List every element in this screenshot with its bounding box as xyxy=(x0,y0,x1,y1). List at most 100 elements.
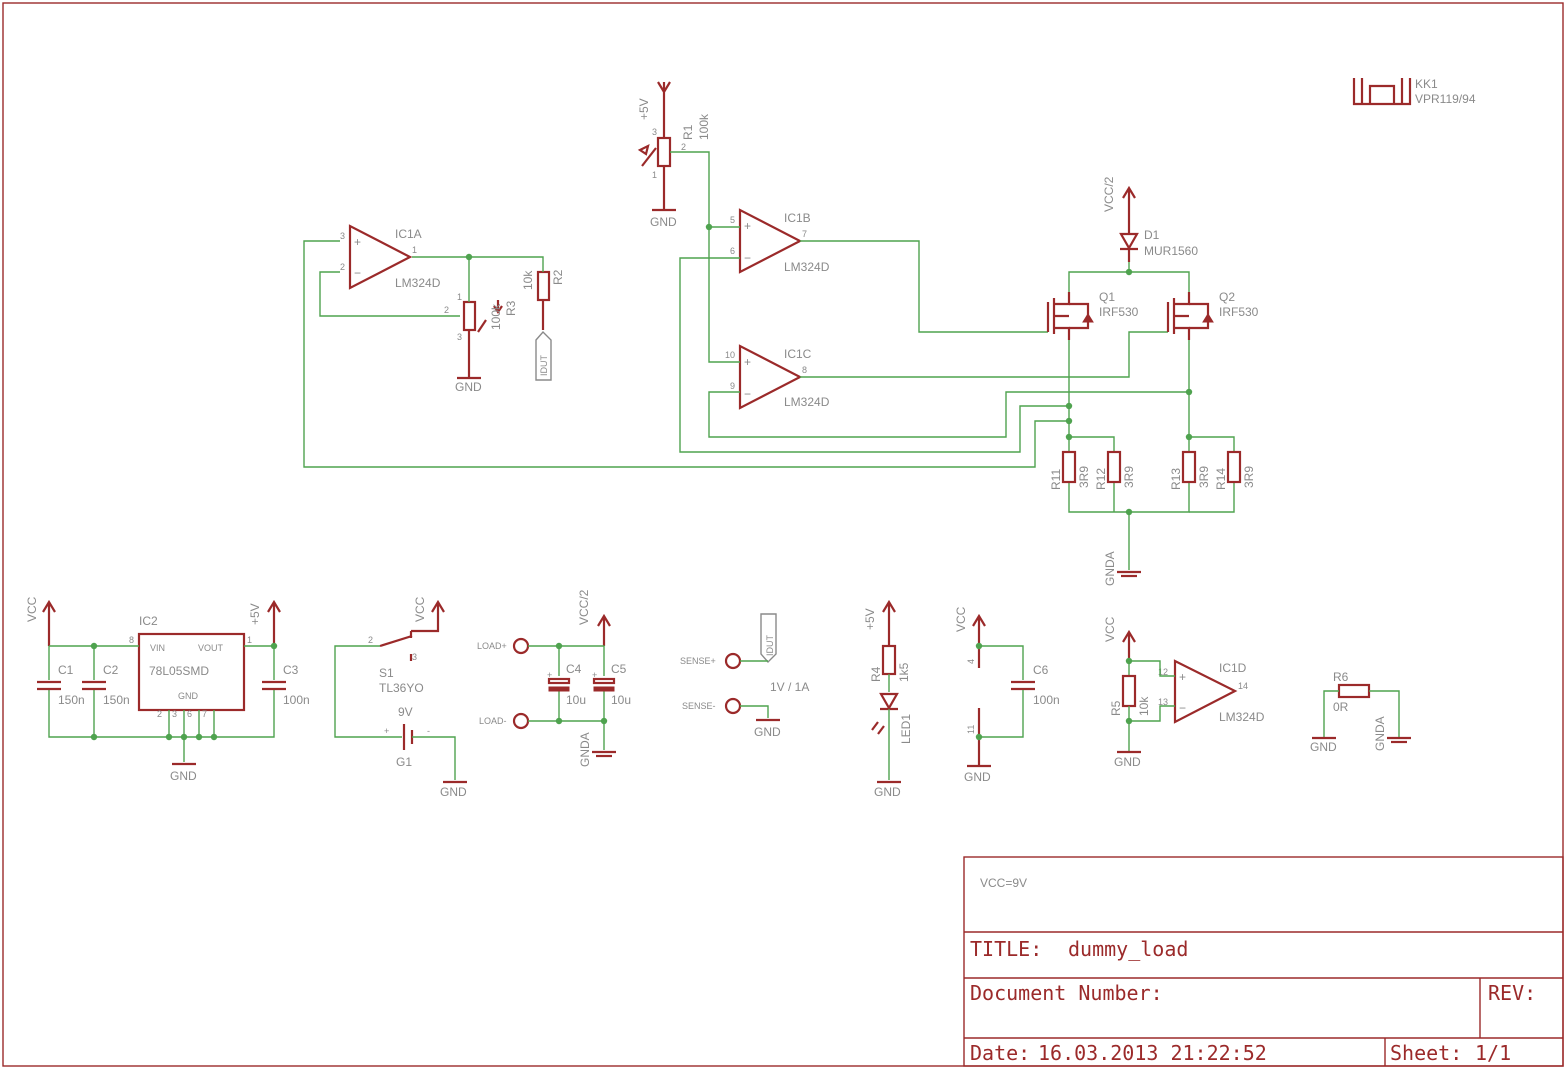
svg-text:2: 2 xyxy=(368,635,373,645)
date-label: Date: xyxy=(970,1041,1030,1065)
svg-text:R11: R11 xyxy=(1049,469,1063,490)
svg-text:C2: C2 xyxy=(103,663,119,677)
svg-text:8: 8 xyxy=(802,365,807,375)
svg-text:100n: 100n xyxy=(1033,693,1060,707)
svg-text:C1: C1 xyxy=(58,663,74,677)
svg-text:10u: 10u xyxy=(566,693,586,707)
svg-text:GND: GND xyxy=(1114,755,1141,769)
svg-text:IC1D: IC1D xyxy=(1219,661,1247,675)
svg-text:R3: R3 xyxy=(504,300,518,316)
svg-text:IC1B: IC1B xyxy=(784,211,811,225)
svg-text:C4: C4 xyxy=(566,662,582,676)
document-number-label: Document Number: xyxy=(970,981,1163,1005)
svg-text:10: 10 xyxy=(725,350,735,360)
svg-text:150n: 150n xyxy=(103,693,130,707)
svg-text:IRF530: IRF530 xyxy=(1099,305,1139,319)
svg-text:+5V: +5V xyxy=(863,608,877,630)
svg-text:LM324D: LM324D xyxy=(1219,710,1265,724)
svg-text:D1: D1 xyxy=(1144,228,1160,242)
svg-text:VCC/2: VCC/2 xyxy=(1102,176,1116,212)
opamp-ic1d-section: VCC + − IC1D LM324D 12 13 14 R5 10k GND xyxy=(1103,616,1265,769)
svg-text:3: 3 xyxy=(457,332,462,342)
svg-text:R1: R1 xyxy=(681,124,695,140)
led-section: +5V R4 1k5 LED1 GND xyxy=(863,599,913,799)
svg-text:1: 1 xyxy=(247,635,252,645)
svg-text:3R9: 3R9 xyxy=(1197,466,1211,488)
svg-text:IDUT: IDUT xyxy=(765,635,775,656)
svg-text:SENSE-: SENSE- xyxy=(682,701,716,711)
svg-text:R13: R13 xyxy=(1169,468,1183,490)
ic1a-wiring xyxy=(303,240,1069,468)
svg-text:3: 3 xyxy=(172,709,177,719)
svg-text:VIN: VIN xyxy=(150,643,165,653)
trimmer-r3: 1 2 3 100k R3 GND xyxy=(444,292,518,394)
resistor-r11: R11 3R9 xyxy=(1049,450,1091,490)
svg-text:R2: R2 xyxy=(551,269,565,285)
svg-text:GND: GND xyxy=(964,770,991,784)
svg-text:150n: 150n xyxy=(58,693,85,707)
svg-text:GNDA: GNDA xyxy=(1103,551,1117,586)
svg-text:+: + xyxy=(744,355,751,369)
svg-text:1: 1 xyxy=(412,245,417,255)
svg-text:VPR119/94: VPR119/94 xyxy=(1415,92,1476,106)
svg-text:C6: C6 xyxy=(1033,663,1049,677)
title-value: dummy_load xyxy=(1068,937,1188,961)
svg-text:+: + xyxy=(354,235,361,249)
svg-text:GND: GND xyxy=(455,380,482,394)
power-stage-wiring: GNDA xyxy=(1065,262,1235,586)
svg-text:3R9: 3R9 xyxy=(1242,466,1256,488)
svg-text:1V / 1A: 1V / 1A xyxy=(770,680,809,694)
svg-text:KK1: KK1 xyxy=(1415,77,1438,91)
switch-battery-section: VCC 2 3 S1 TL36YO GND + - 9V G1 xyxy=(334,596,467,799)
svg-text:VCC: VCC xyxy=(25,596,39,622)
idut-flag-1: IDUT xyxy=(535,330,552,381)
svg-text:10k: 10k xyxy=(521,270,535,290)
svg-text:Q1: Q1 xyxy=(1099,290,1115,304)
sheet-value: 1/1 xyxy=(1475,1041,1511,1065)
svg-text:TL36YO: TL36YO xyxy=(379,681,424,695)
svg-text:+: + xyxy=(384,726,389,736)
svg-text:100n: 100n xyxy=(283,693,310,707)
resistor-r13: R13 3R9 xyxy=(1169,450,1211,490)
svg-text:LED1: LED1 xyxy=(899,714,913,744)
load-section: VCC/2 LOAD+ LOAD- GNDA + + C4 10u C5 10u xyxy=(477,589,631,767)
svg-text:6: 6 xyxy=(187,709,192,719)
svg-text:IC1C: IC1C xyxy=(784,347,812,361)
svg-text:VOUT: VOUT xyxy=(198,643,224,653)
svg-text:+: + xyxy=(547,670,552,680)
svg-text:12: 12 xyxy=(1158,667,1168,677)
svg-text:8: 8 xyxy=(129,635,134,645)
svg-text:LM324D: LM324D xyxy=(395,276,441,290)
svg-text:+5V: +5V xyxy=(637,98,651,120)
svg-text:GND: GND xyxy=(754,725,781,739)
svg-text:VCC: VCC xyxy=(413,596,427,622)
sheet-label: Sheet: xyxy=(1390,1041,1462,1065)
supply-regulator-section: VCC +5V VIN VOUT GND 78L05SMD IC2 8 1 2 … xyxy=(25,596,310,783)
svg-text:7: 7 xyxy=(202,709,207,719)
heatsink-kk1: KK1 VPR119/94 xyxy=(1352,77,1476,106)
svg-text:−: − xyxy=(354,266,361,280)
resistor-r12: R12 3R9 xyxy=(1094,450,1136,490)
svg-text:GND: GND xyxy=(170,769,197,783)
diode-d1: VCC/2 D1 MUR1560 xyxy=(1102,176,1198,262)
date-value: 16.03.2013 21:22:52 xyxy=(1038,1041,1267,1065)
svg-text:IC1A: IC1A xyxy=(395,227,422,241)
ic1bc-wiring xyxy=(670,151,1189,453)
svg-text:R12: R12 xyxy=(1094,468,1108,490)
resistor-r14: R14 3R9 xyxy=(1214,450,1256,490)
svg-text:G1: G1 xyxy=(396,755,412,769)
svg-text:GNDA: GNDA xyxy=(578,732,592,767)
rev-label: REV: xyxy=(1488,981,1536,1005)
svg-text:2: 2 xyxy=(157,709,162,719)
svg-text:9V: 9V xyxy=(398,705,413,719)
svg-text:−: − xyxy=(1179,701,1186,715)
svg-text:C3: C3 xyxy=(283,663,299,677)
svg-text:0R: 0R xyxy=(1333,700,1349,714)
resistor-r2: 10k R2 xyxy=(521,269,565,330)
svg-text:+5V: +5V xyxy=(248,603,262,625)
svg-text:3: 3 xyxy=(340,231,345,241)
svg-text:R6: R6 xyxy=(1333,670,1349,684)
svg-text:IRF530: IRF530 xyxy=(1219,305,1259,319)
svg-text:-: - xyxy=(427,726,430,736)
